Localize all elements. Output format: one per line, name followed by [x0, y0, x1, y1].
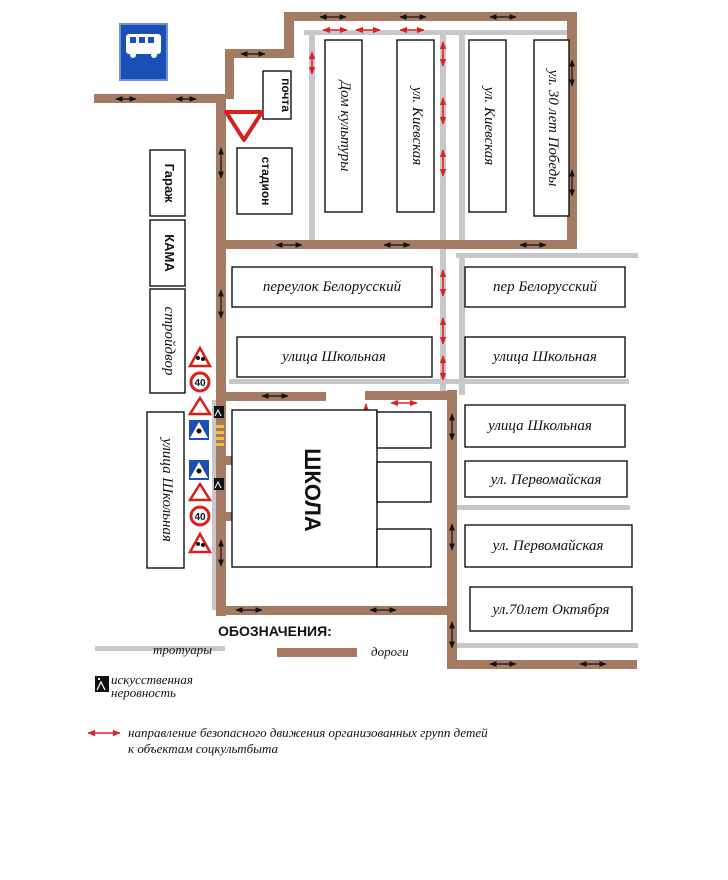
block-stroydvor: [149, 288, 186, 394]
children-warning-sign-icon: [187, 395, 213, 416]
label-shkolnaya-left: улица Школьная: [159, 436, 175, 542]
school-annex-3: [376, 528, 432, 568]
svg-text:40: 40: [194, 512, 206, 523]
legend-route-label-2: к объектам соцкультбыта: [128, 741, 279, 756]
label-pervomay-2: ул. Первомайская: [491, 538, 604, 554]
label-oktyabrya: ул.70лет Октября: [491, 602, 610, 618]
label-garazh: Гараж: [162, 164, 177, 204]
svg-text:40: 40: [194, 378, 206, 389]
label-kievskaya-1: ул. Киевская: [409, 85, 425, 166]
crosswalk-icon: [216, 425, 224, 446]
legend: ОБОЗНАЧЕНИЯ: тротуары дороги искусственн…: [87, 623, 488, 756]
block-pochta: [262, 70, 292, 120]
legend-sidewalks-label: тротуары: [153, 642, 212, 657]
bus-stop-sign: [119, 23, 168, 81]
road-signs: 40 40: [187, 345, 224, 554]
block-belor-1: [231, 266, 433, 308]
block-shkolnaya-2: [464, 336, 626, 378]
label-pochta: почта: [279, 78, 293, 112]
legend-sidewalk-swatch: [95, 646, 225, 651]
sidewalks: [212, 30, 638, 648]
block-shkolnaya-1: [236, 336, 433, 378]
traffic-direction-arrows: [115, 14, 607, 667]
label-stroydvor: стройдвор: [161, 307, 177, 376]
block-shkola: [231, 409, 378, 568]
block-kama: [149, 219, 186, 287]
block-garazh: [149, 149, 186, 217]
legend-road-swatch: [277, 648, 357, 657]
block-pervomay-1: [464, 460, 628, 498]
legend-roads-label: дороги: [371, 644, 409, 659]
label-belor-2: пер Белорусский: [493, 279, 598, 295]
block-stadion: [236, 147, 293, 215]
block-kievskaya-2: [468, 39, 507, 213]
block-belor-2: [464, 266, 626, 308]
yield-sign-icon: [224, 110, 264, 142]
children-warning-sign-icon: [187, 481, 213, 502]
label-pobedy: ул. 30 лет Победы: [545, 68, 561, 187]
school-annex-1: [376, 411, 432, 449]
block-kievskaya-1: [396, 39, 435, 213]
label-shkolnaya-3: улица Школьная: [486, 418, 592, 434]
speed-bump-icon: [214, 478, 224, 490]
legend-speed-bump-icon: [95, 676, 109, 692]
label-shkolnaya-1: улица Школьная: [280, 349, 386, 365]
legend-title: ОБОЗНАЧЕНИЯ:: [218, 623, 332, 639]
label-pervomay-1: ул. Первомайская: [489, 472, 602, 488]
block-shkolnaya-left: [146, 411, 185, 569]
pedestrian-crossing-sign-icon: [189, 460, 209, 480]
block-shkolnaya-3: [464, 404, 626, 448]
children-warning-sign-icon: [187, 345, 213, 368]
label-dom-kultury: Дом культуры: [337, 79, 353, 172]
block-oktyabrya: [469, 586, 633, 632]
children-warning-sign-icon: [187, 531, 213, 554]
legend-speed-bump-label-1: искусственная: [111, 672, 193, 687]
legend-speed-bump-label-2: неровность: [111, 685, 176, 700]
label-kama: КАМА: [162, 234, 177, 272]
label-shkolnaya-2: улица Школьная: [491, 349, 597, 365]
label-shkola: ШКОЛА: [300, 448, 325, 532]
label-kievskaya-2: ул. Киевская: [481, 85, 497, 166]
label-stadion: стадион: [259, 157, 273, 206]
block-pervomay-2: [464, 524, 633, 568]
blocks: почта стадион Дом культуры ул. Киевская …: [146, 39, 633, 632]
speed-limit-sign-icon: 40: [189, 371, 211, 393]
school-annex-2: [376, 461, 432, 503]
speed-limit-sign-icon: 40: [189, 505, 211, 527]
block-dom-kultury: [324, 39, 363, 213]
block-pobedy: [533, 39, 570, 217]
legend-route-label-1: направление безопасного движения организ…: [128, 725, 488, 740]
safe-route-arrows: [308, 26, 447, 429]
pedestrian-crossing-sign-icon: [189, 420, 209, 440]
label-belor-1: переулок Белорусский: [263, 279, 402, 295]
speed-bump-icon: [214, 406, 224, 418]
